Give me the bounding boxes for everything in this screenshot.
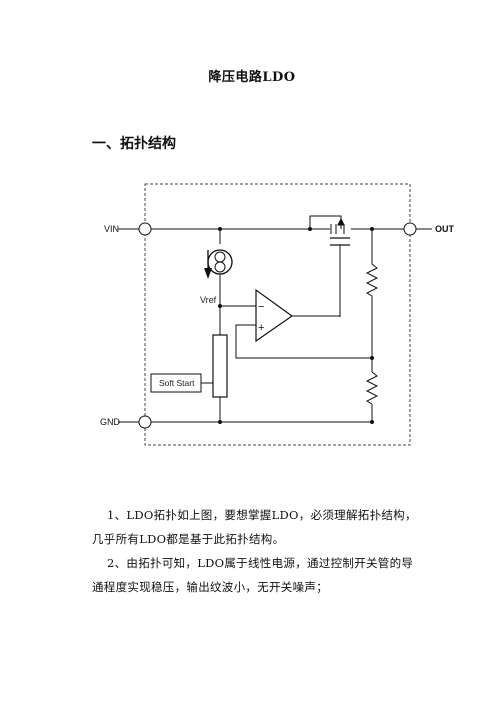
vin-label: VIN	[104, 224, 119, 234]
soft-start-box	[150, 373, 202, 393]
current-source-inner	[214, 261, 226, 273]
current-arrow-icon	[204, 250, 212, 279]
out-terminal	[403, 222, 417, 236]
chip-boundary	[144, 183, 411, 446]
paragraph-1: 1、LDO拓扑如上图，要想掌握LDO，必须理解拓扑结构，几乎所有LDO都是基于此…	[92, 508, 417, 546]
paragraph-2: 2、由拓扑可知，LDO属于线性电源，通过控制开关管的导通程度实现稳压，输出纹波小…	[92, 556, 414, 594]
soft-start-resistor	[212, 334, 228, 398]
junction-dot	[370, 420, 374, 424]
vref-label: Vref	[200, 295, 217, 305]
junction-dot	[218, 420, 222, 424]
section-heading: 一、拓扑结构	[92, 136, 176, 152]
error-amplifier	[255, 288, 294, 343]
vin-terminal	[138, 222, 152, 236]
page-title: 降压电路LDO	[208, 70, 296, 85]
lower-resistor	[365, 371, 379, 405]
out-label: OUT	[435, 224, 455, 234]
gnd-label: GND	[100, 417, 121, 427]
soft-start-label: Soft Start	[159, 378, 195, 388]
opamp-minus-label: −	[258, 301, 264, 313]
junction-dot	[370, 356, 374, 360]
upper-resistor	[365, 263, 379, 297]
pass-transistor	[309, 215, 350, 317]
feedback-wire	[235, 324, 372, 359]
opamp-plus-label: +	[258, 322, 264, 334]
gnd-terminal	[138, 415, 152, 429]
